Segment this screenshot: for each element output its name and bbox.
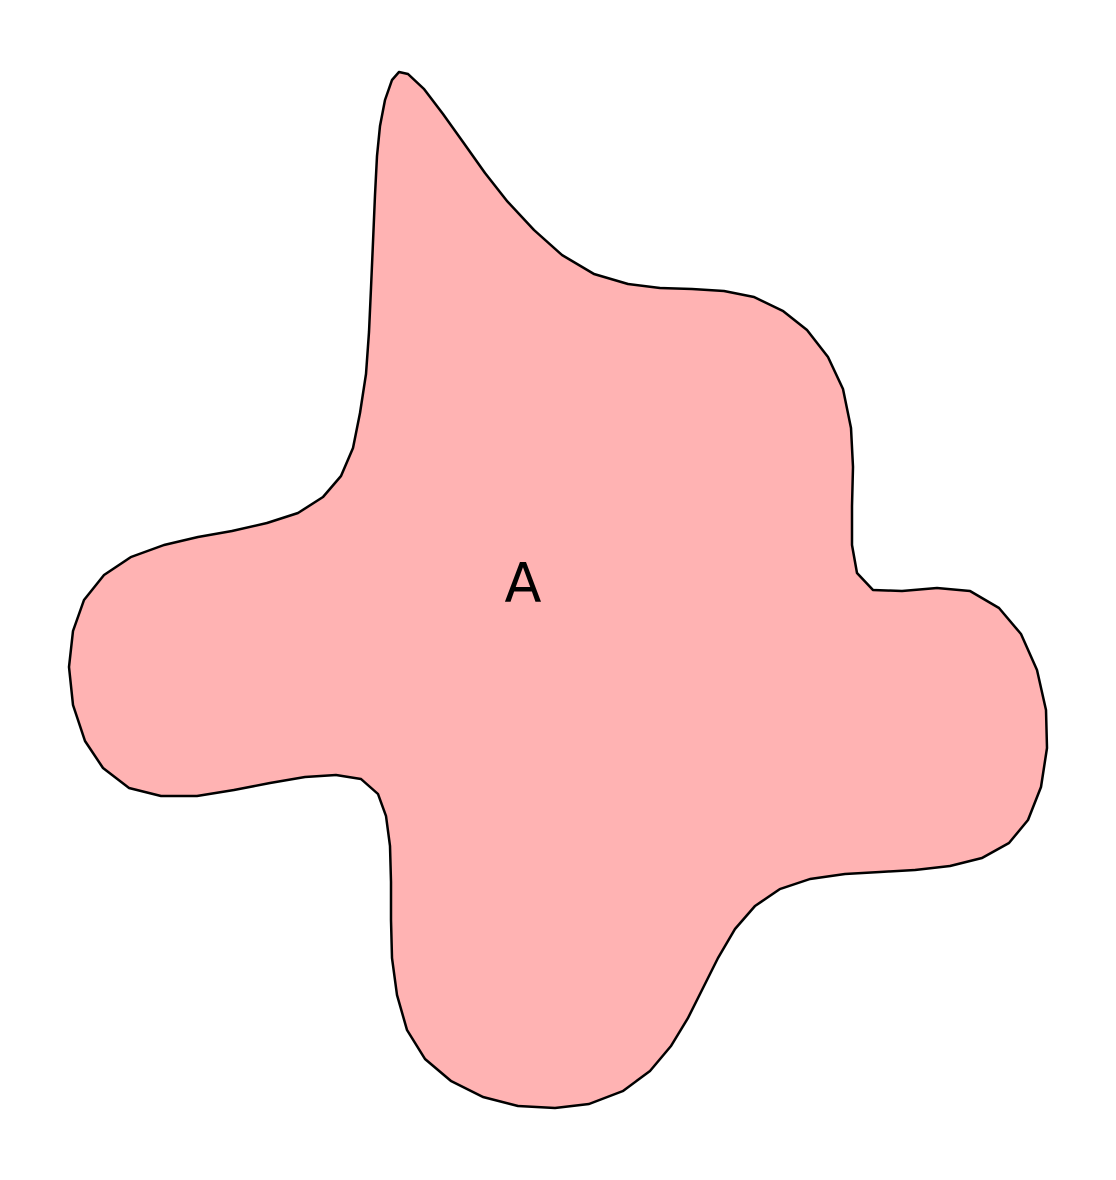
region-a-shape bbox=[67, 70, 1049, 1110]
region-a-label: A bbox=[505, 552, 542, 615]
